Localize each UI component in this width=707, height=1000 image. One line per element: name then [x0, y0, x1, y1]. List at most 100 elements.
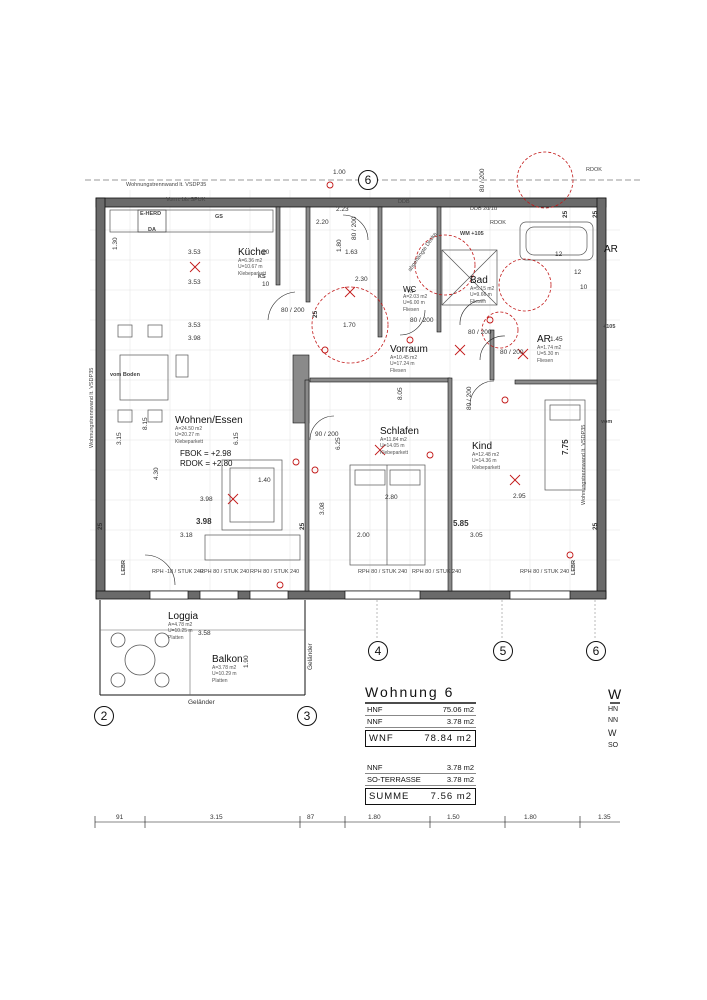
dim: 10	[580, 284, 588, 291]
dining-table	[117, 324, 189, 423]
window-label: RPH 80 / STUK 240	[520, 569, 570, 575]
dim: 3.98	[200, 496, 213, 503]
door-label: 80 / 200	[468, 329, 492, 336]
dim: 1.30	[112, 237, 119, 250]
room-perimeter: U=6.00 m	[403, 300, 425, 307]
room-kueche: Küche A=6.36 m2 U=10.67 m Klebeparkett	[238, 248, 266, 277]
room-floor: Klebeparkett	[380, 449, 409, 456]
room-vorraum: Vorraum A=10.45 m2 U=17.24 m Fliesen	[390, 345, 428, 374]
ceiling-lights	[311, 151, 574, 364]
dim: 12	[574, 269, 582, 276]
dim: 1.63	[345, 249, 358, 256]
room-floor: Fliesen	[537, 357, 554, 364]
kf-label: KF	[408, 289, 416, 295]
room-area: A=10.45 m2	[390, 355, 418, 361]
room-floor: Klebeparkett	[472, 464, 501, 471]
row-label: HNF	[367, 705, 383, 714]
lebr-label-2: LEBR	[571, 560, 577, 575]
partial-row: HN	[608, 706, 619, 713]
area-table-partial: W HN NN W SO	[608, 686, 622, 749]
room-perimeter: U=14.05 m	[380, 443, 405, 450]
window-label: RPH 80 / STUK 240	[250, 569, 300, 575]
dim: 3.53	[188, 249, 201, 256]
ar-right-label: AR	[604, 244, 618, 255]
bathtub	[519, 221, 594, 261]
row-value: 3.78 m2	[446, 717, 474, 726]
room-perimeter: U=17.24 m	[390, 361, 415, 368]
dim: 1.00	[333, 169, 346, 176]
bottom-dimension-line	[94, 816, 620, 828]
dim: 25	[97, 522, 104, 530]
electrical-symbols	[189, 181, 574, 589]
dim: 3.53	[188, 322, 201, 329]
row-value: 3.78 m2	[446, 775, 474, 784]
axis-marker-2: 2	[94, 706, 114, 726]
wall-label-right: Wohnungstrennwand lt. VSDP35	[581, 424, 587, 505]
dim: 2.30	[355, 276, 368, 283]
window-label: RPH 80 / STUK 240	[412, 569, 462, 575]
dim: 1.70	[343, 322, 356, 329]
outer-walls	[95, 197, 607, 600]
wm-label: WM +105	[460, 231, 484, 237]
dim: 2.23	[336, 206, 349, 213]
dim: 3.05	[470, 532, 483, 539]
room-ar: AR A=1.74 m2 U=5.30 m Fliesen	[537, 335, 561, 364]
room-perimeter: U=10.29 m	[212, 671, 237, 678]
dim: 10	[262, 281, 270, 288]
dim: 2.00	[357, 532, 370, 539]
bed-schlafen	[349, 464, 426, 566]
dim: 2.95	[513, 493, 526, 500]
room-area: A=4.78 m2	[168, 622, 193, 628]
room-area: A=5.15 m2	[470, 286, 495, 292]
dim: 5.85	[453, 519, 469, 528]
plus105-label: +105	[603, 324, 616, 330]
door-label: 80 / 200	[479, 168, 486, 193]
bottom-dim: 1.80	[524, 814, 537, 821]
apartment-title: Wohnung 6	[365, 684, 455, 700]
room-area: A=24.50 m2	[175, 426, 203, 432]
dim: 4.30	[153, 467, 160, 480]
vom-boden-label: vom Boden	[110, 372, 140, 378]
partial-row: W	[608, 728, 617, 738]
room-schlafen: Schlafen A=11.84 m2 U=14.05 m Klebeparke…	[380, 427, 419, 456]
rdok-value-label: RDOK = +2.80	[180, 459, 233, 468]
row-label: SO-TERRASSE	[367, 775, 421, 784]
room-name: Schlafen	[380, 426, 419, 437]
dim: 1.90	[243, 655, 250, 668]
dim: 6.15	[233, 432, 240, 445]
vorm-label: Vorm. bis SPUK	[166, 197, 206, 203]
gelaender-h-label: Geländer	[188, 699, 215, 706]
room-area: A=3.78 m2	[212, 665, 237, 671]
dim: 7.75	[561, 439, 570, 455]
dim: 3.98	[196, 517, 212, 526]
room-floor: Platten	[212, 677, 228, 684]
room-perimeter: U=20.27 m	[175, 432, 200, 439]
room-name: Vorraum	[390, 344, 428, 355]
dim: 2.80	[385, 494, 398, 501]
bottom-dim: 91	[116, 814, 124, 821]
ddb-label: DDB	[398, 199, 410, 205]
room-floor: Klebeparkett	[238, 270, 267, 277]
door-label: 80 / 200	[351, 216, 358, 241]
room-loggia: Loggia A=4.78 m2 U=10.25 m Platten	[168, 612, 198, 641]
ks-label: KS	[258, 274, 266, 280]
bottom-dim: 87	[307, 814, 315, 821]
room-area: A=1.74 m2	[537, 345, 562, 351]
total-label: WNF	[369, 733, 394, 744]
room-name: Wohnen/Essen	[175, 415, 243, 426]
dim: 3.08	[319, 502, 326, 515]
stove	[137, 209, 167, 233]
interior-walls	[275, 206, 598, 592]
partial-title: W	[608, 686, 622, 702]
room-name: Balkon	[212, 654, 243, 665]
room-floor: Fliesen	[403, 306, 420, 313]
door-label: 90 / 200	[315, 431, 339, 438]
room-name: Küche	[238, 247, 267, 258]
table-row: SO-TERRASSE 3.78 m2	[365, 774, 476, 786]
dim: 6.25	[335, 437, 342, 450]
room-name: WC	[403, 285, 417, 294]
